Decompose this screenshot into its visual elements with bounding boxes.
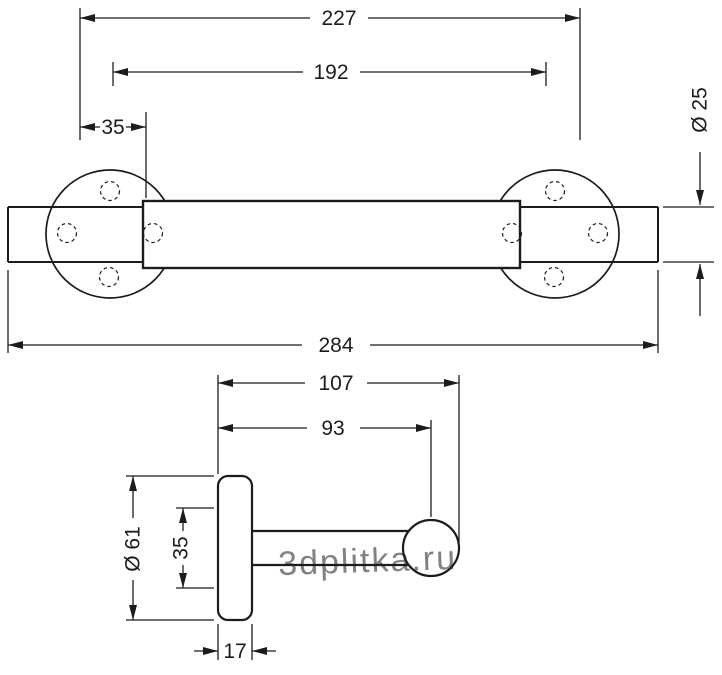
dimension-93: 93 bbox=[218, 417, 432, 517]
dim-label-35-front: 35 bbox=[101, 116, 124, 139]
watermark-text: 3dplitka.ru bbox=[278, 539, 458, 583]
dim-label-107: 107 bbox=[318, 372, 353, 395]
dim-label-diameter-61: Ø 61 bbox=[122, 526, 145, 572]
dimension-107: 107 bbox=[217, 372, 460, 542]
dim-label-192: 192 bbox=[313, 61, 348, 84]
dimension-35-front: 35 bbox=[80, 112, 147, 198]
dimension-diameter-25: Ø 25 bbox=[663, 87, 714, 316]
dimension-35-side: 35 bbox=[170, 507, 214, 589]
wall-plate bbox=[216, 474, 254, 622]
dim-label-93: 93 bbox=[321, 417, 344, 440]
dimension-227: 227 bbox=[79, 7, 581, 140]
grip-section bbox=[141, 199, 522, 270]
dimension-diameter-61: Ø 61 bbox=[122, 475, 214, 621]
dim-label-227: 227 bbox=[321, 7, 356, 30]
front-view: 227 192 35 bbox=[7, 7, 714, 357]
right-flange-screw-holes bbox=[501, 180, 609, 288]
dim-label-35-side: 35 bbox=[170, 536, 193, 559]
dim-label-17: 17 bbox=[223, 640, 246, 663]
dimension-284: 284 bbox=[7, 270, 659, 357]
support-arm bbox=[252, 529, 415, 567]
dim-label-284: 284 bbox=[318, 334, 353, 357]
left-flange-screw-holes bbox=[56, 180, 164, 288]
side-view: 107 93 Ø 61 bbox=[122, 372, 461, 663]
dim-label-diameter-25: Ø 25 bbox=[689, 87, 712, 133]
dimension-192: 192 bbox=[112, 61, 547, 86]
bar-end-knob bbox=[401, 518, 461, 578]
dimension-17: 17 bbox=[194, 624, 276, 663]
